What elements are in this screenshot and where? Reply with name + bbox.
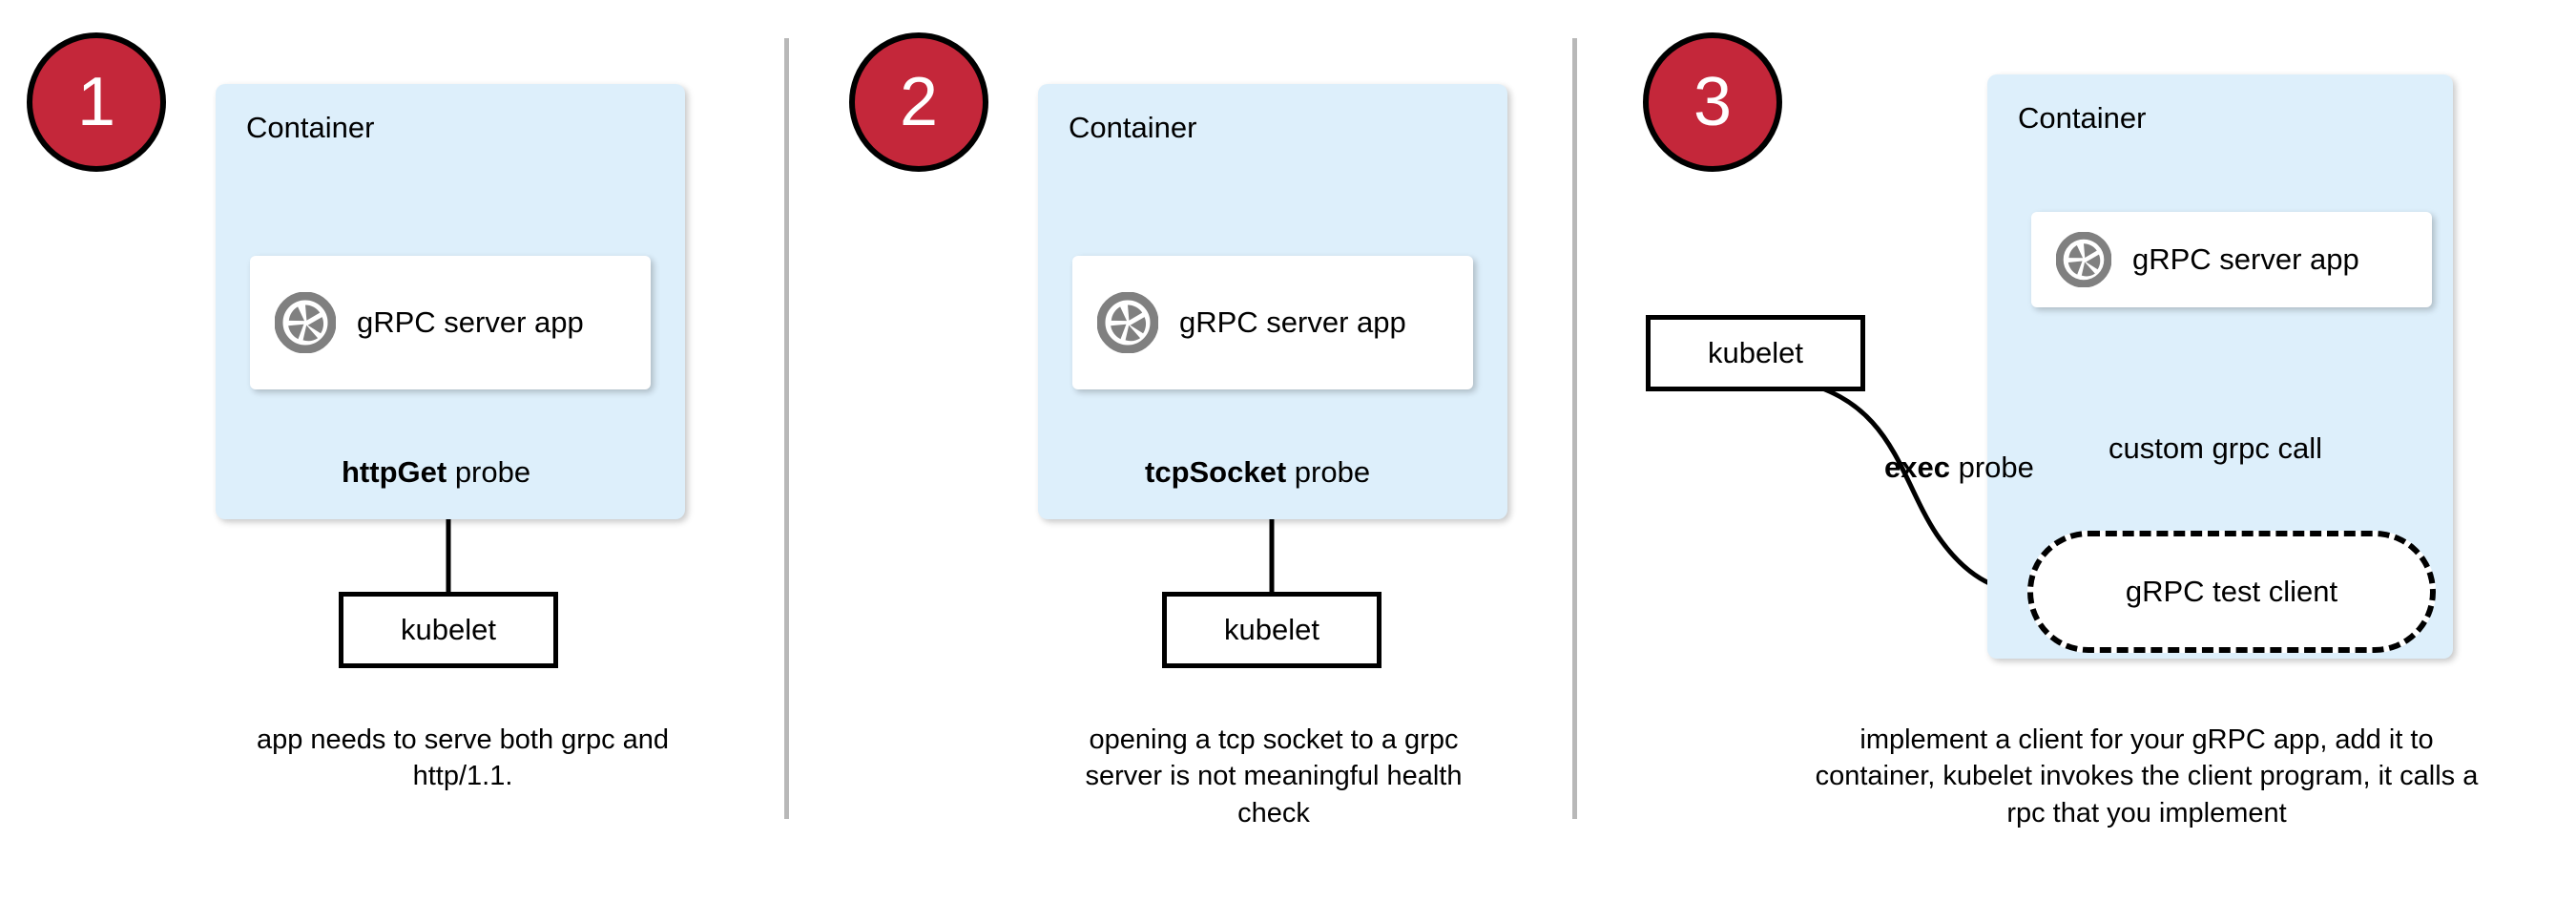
grpc-server-app-card-2[interactable]: gRPC server app xyxy=(1072,256,1473,389)
probe-label-bold: httpGet xyxy=(342,455,447,489)
probe-label-bold: exec xyxy=(1884,451,1950,484)
grpc-aperture-icon xyxy=(275,292,336,353)
kubelet-label: kubelet xyxy=(1708,336,1803,369)
step-badge-2: 2 xyxy=(849,32,988,172)
kubelet-box-1[interactable]: kubelet xyxy=(339,592,558,668)
kubelet-box-3[interactable]: kubelet xyxy=(1646,315,1865,391)
probe-label-rest: probe xyxy=(1286,455,1371,489)
grpc-test-client-label: gRPC test client xyxy=(2125,575,2338,608)
grpc-server-app-label: gRPC server app xyxy=(2132,242,2359,276)
custom-grpc-call-label: custom grpc call xyxy=(2109,431,2322,465)
step-badge-number: 2 xyxy=(899,64,939,140)
kubelet-box-2[interactable]: kubelet xyxy=(1162,592,1381,668)
grpc-aperture-icon xyxy=(2056,232,2111,287)
step-badge-number: 1 xyxy=(76,64,116,140)
probe-label-rest: probe xyxy=(1949,451,2034,484)
caption-2: opening a tcp socket to a grpc server is… xyxy=(1085,724,1463,829)
panel-divider-2 xyxy=(1572,38,1577,819)
step-badge-number: 3 xyxy=(1693,64,1733,140)
probe-label-exec: exec probe xyxy=(1884,451,2034,485)
probe-label-rest: probe xyxy=(447,455,531,489)
grpc-test-client-shape[interactable]: gRPC test client xyxy=(2027,531,2436,653)
grpc-server-app-card-1[interactable]: gRPC server app xyxy=(250,256,651,389)
probe-label-bold: tcpSocket xyxy=(1145,455,1287,489)
container-label: Container xyxy=(246,111,375,144)
probe-label-tcpsocket: tcpSocket probe xyxy=(1145,455,1370,490)
grpc-server-app-label: gRPC server app xyxy=(357,305,584,339)
caption-3: implement a client for your gRPC app, ad… xyxy=(1815,724,2479,829)
caption-1: app needs to serve both grpc and http/1.… xyxy=(256,724,670,792)
probe-label-httpget: httpGet probe xyxy=(342,455,530,490)
kubelet-label: kubelet xyxy=(1224,613,1319,646)
grpc-server-app-card-3[interactable]: gRPC server app xyxy=(2031,212,2432,307)
panel-divider-1 xyxy=(784,38,789,819)
step-badge-3: 3 xyxy=(1643,32,1782,172)
kubelet-label: kubelet xyxy=(401,613,496,646)
step-badge-1: 1 xyxy=(27,32,166,172)
grpc-server-app-label: gRPC server app xyxy=(1179,305,1406,339)
container-label: Container xyxy=(2018,101,2147,135)
container-label: Container xyxy=(1069,111,1197,144)
grpc-aperture-icon xyxy=(1097,292,1158,353)
